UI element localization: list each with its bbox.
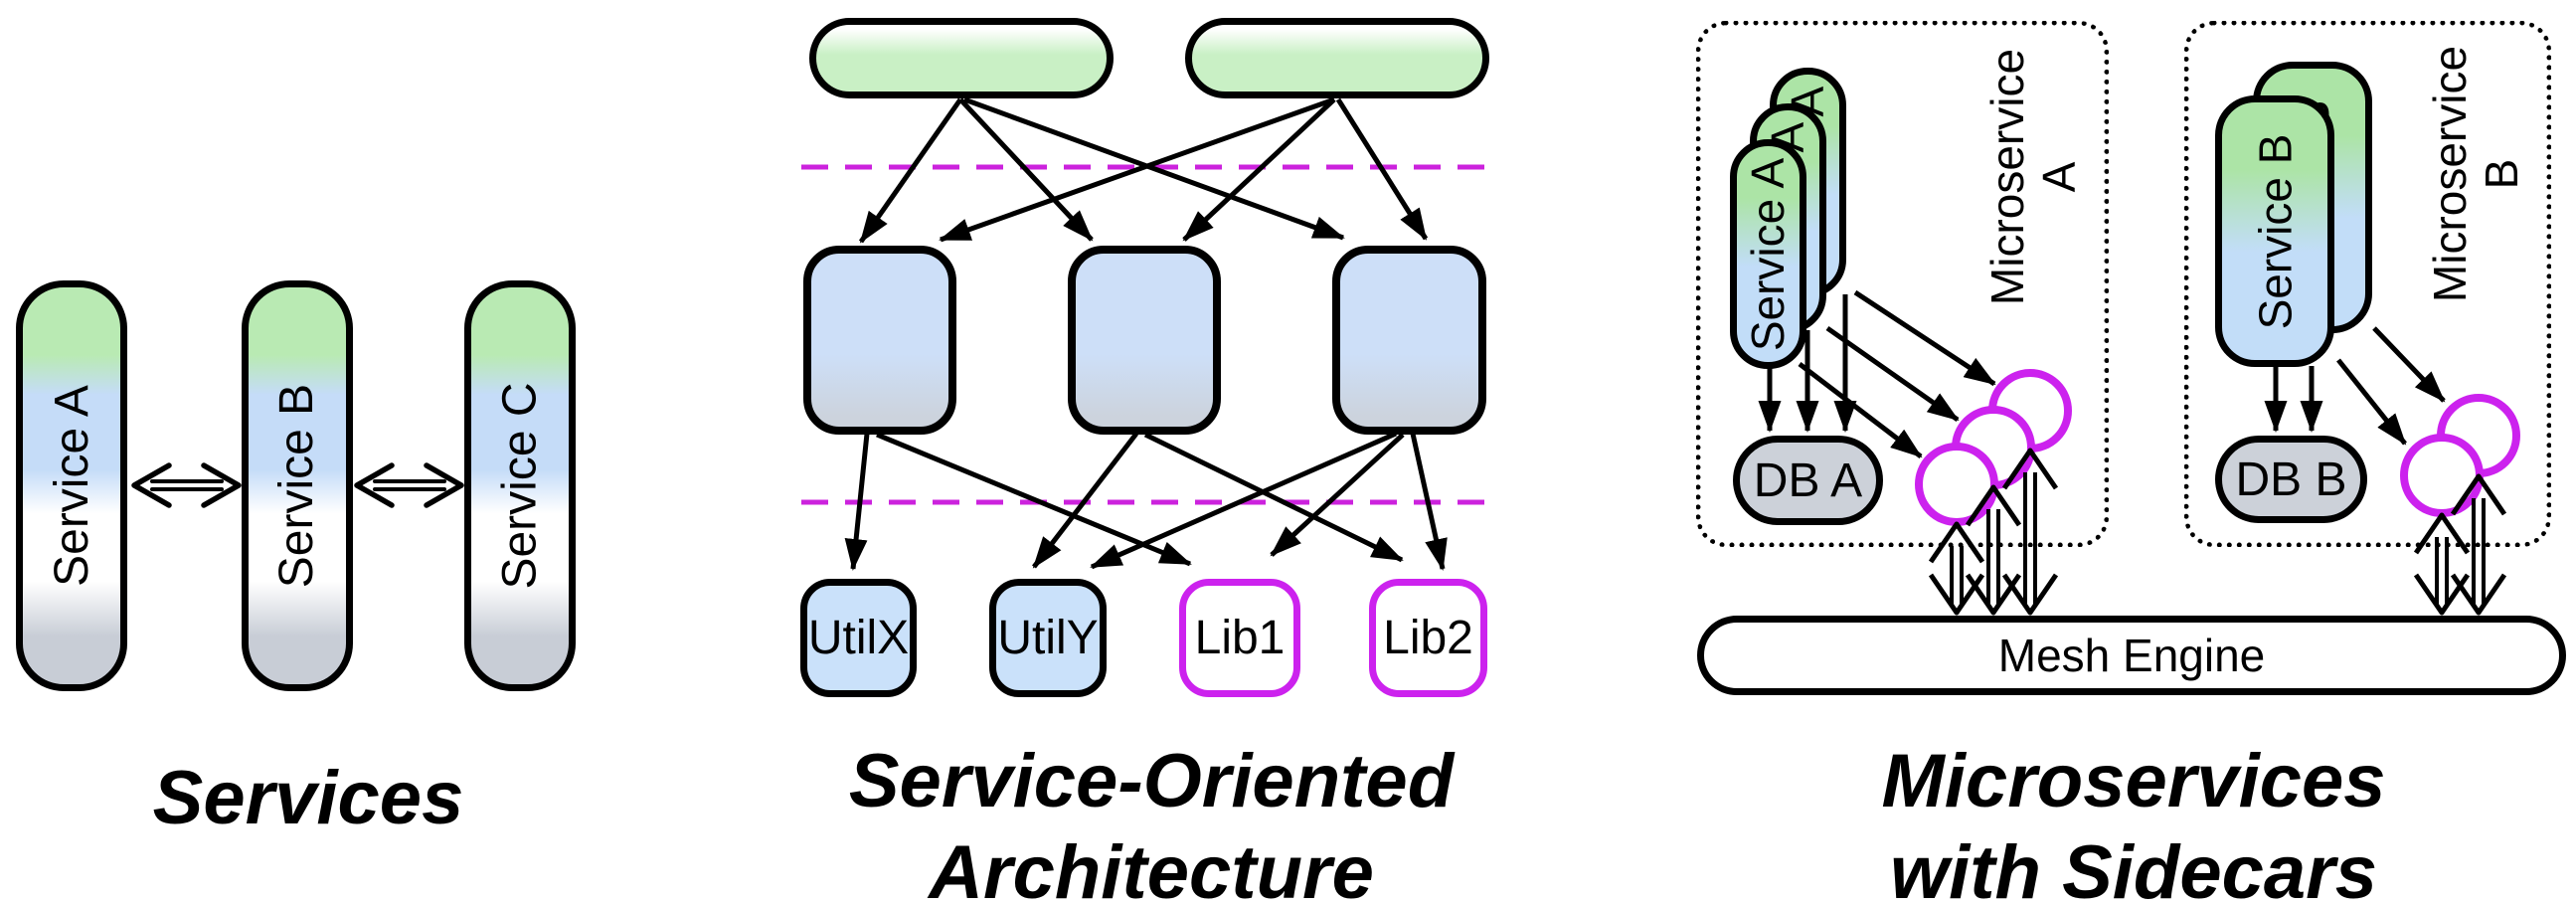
service-c-label: Service C (493, 382, 547, 590)
microservice-a-title-line1: Microservice (1981, 48, 2033, 306)
soa-frontend-to-service-arrows (858, 96, 1429, 244)
soa-service-to-lib-arrows (844, 431, 1448, 571)
service-b-label: Service B (270, 383, 324, 589)
soa-service-box-2 (1068, 246, 1221, 435)
microservice-b-title-line1: Microservice (2424, 45, 2476, 303)
sidecar-a1-circle (1915, 443, 1998, 526)
services-sync-arrow-ab (131, 462, 242, 508)
sidecar-b1-circle (2400, 434, 2484, 517)
soa-caption-line2: Architecture (929, 830, 1374, 906)
service-a-label: Service A (45, 385, 98, 587)
microservice-a-title: Microservice A (1981, 38, 2085, 316)
mesh-engine-bar: Mesh Engine (1697, 616, 2566, 695)
utilx-label: UtilX (807, 612, 910, 664)
microservice-a-boundary (1696, 21, 2109, 547)
db-b-label: DB B (2235, 453, 2347, 506)
service-b-replica-1-label: Service B (2249, 133, 2302, 329)
soa-service-box-1 (803, 246, 956, 435)
soa-caption-line1: Service-Oriented (848, 739, 1455, 823)
services-sync-arrow-bc (354, 462, 464, 508)
microservice-b-title-line2: B (2476, 158, 2527, 190)
lib1-label: Lib1 (1194, 612, 1286, 664)
utily-node: UtilY (989, 579, 1107, 697)
microservices-caption: Microservices with Sidecars (1736, 736, 2531, 906)
services-caption: Services (152, 756, 464, 840)
microservice-b-title: Microservice B (2424, 35, 2527, 313)
soa-frontend-pill-1 (809, 18, 1114, 98)
service-a-monolith-pill: Service A (16, 280, 127, 691)
service-a-replica-1-label: Service A (1742, 157, 1795, 351)
service-b-monolith-pill: Service B (242, 280, 353, 691)
microservices-caption-line2: with Sidecars (1890, 830, 2377, 906)
lib2-node: Lib2 (1369, 579, 1487, 697)
db-a-node: DB A (1733, 436, 1883, 525)
utilx-node: UtilX (800, 579, 917, 697)
soa-frontend-pill-2 (1185, 18, 1489, 98)
lib1-node: Lib1 (1179, 579, 1300, 697)
service-a-replica-1-pill: Service A (1730, 139, 1806, 369)
microservice-a-title-line2: A (2033, 161, 2085, 193)
lib2-label: Lib2 (1383, 612, 1473, 664)
utily-label: UtilY (997, 612, 1099, 664)
soa-caption: Service-Oriented Architecture (754, 736, 1549, 906)
microservices-caption-line1: Microservices (1881, 739, 2386, 823)
mesh-engine-label: Mesh Engine (1997, 630, 2266, 681)
microservice-b-boundary (2184, 21, 2551, 547)
service-b-replica-1-pill: Service B (2215, 95, 2334, 367)
db-b-node: DB B (2215, 436, 2367, 523)
soa-service-box-3 (1332, 246, 1486, 435)
service-c-monolith-pill: Service C (464, 280, 576, 691)
db-a-label: DB A (1753, 453, 1863, 507)
